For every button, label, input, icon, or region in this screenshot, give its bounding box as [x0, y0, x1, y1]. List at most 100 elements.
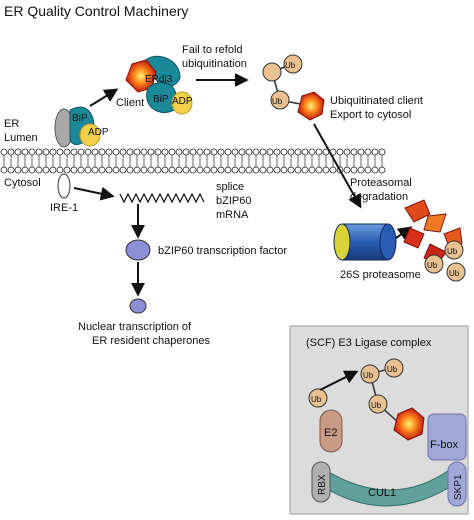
ubiquitination-label: ubiquitination: [182, 58, 247, 70]
e3-inset-title: (SCF) E3 Ligase complex: [306, 337, 432, 349]
lipid-head: [42, 166, 50, 174]
lipid-head: [0, 148, 8, 156]
lipid-head: [245, 148, 253, 156]
lipid-head: [126, 166, 134, 174]
lipid-head: [273, 166, 281, 174]
lipid-head: [266, 148, 274, 156]
lipid-head: [245, 166, 253, 174]
lipid-head: [280, 166, 288, 174]
lipid-head: [287, 148, 295, 156]
lipid-head: [189, 148, 197, 156]
lipid-head: [14, 166, 22, 174]
lipid-head: [112, 166, 120, 174]
lipid-head: [196, 166, 204, 174]
proteasomal-label: Proteasomal: [350, 177, 412, 189]
inset-ub-label-2: Ub: [363, 371, 374, 380]
lipid-head: [35, 166, 43, 174]
lipid-head: [350, 166, 358, 174]
lipid-head: [28, 148, 36, 156]
lipid-head: [308, 166, 316, 174]
bzip60-label: bZIP60: [216, 195, 251, 207]
inset-ub-2: [384, 358, 404, 378]
erdj3-label: ERdj3: [145, 74, 173, 85]
client-complex: ERdj3 Client BiP ADP: [116, 55, 193, 115]
lipid-head: [0, 166, 8, 174]
lipid-head: [182, 166, 190, 174]
inset-ub-label-3: Ub: [387, 365, 398, 374]
skp1-label: SKP1: [453, 474, 464, 500]
lipid-head: [21, 166, 29, 174]
ub-label-3: Ub: [272, 97, 283, 106]
e3-ligase-inset: (SCF) E3 Ligase complex Ub Ub Ub Ub E2 F…: [289, 325, 469, 515]
lipid-head: [294, 148, 302, 156]
e2-label: E2: [324, 427, 337, 439]
lipid-head: [231, 148, 239, 156]
lipid-head: [287, 166, 295, 174]
lipid-head: [28, 166, 36, 174]
bip-label: BiP: [72, 113, 88, 124]
lipid-head: [182, 148, 190, 156]
lipid-head: [35, 148, 43, 156]
lipid-head: [154, 148, 162, 156]
lipid-head: [84, 148, 92, 156]
lipid-head: [224, 166, 232, 174]
lipid-head: [203, 166, 211, 174]
lipid-head: [56, 148, 64, 156]
lipid-head: [294, 166, 302, 174]
arrow-ire1-to-mrna: [73, 186, 115, 201]
lipid-head: [161, 148, 169, 156]
lipid-head: [42, 148, 50, 156]
er-lumen-label-1: ER: [4, 118, 19, 130]
lipid-head: [49, 148, 57, 156]
lipid-head: [175, 148, 183, 156]
lipid-head: [56, 166, 64, 174]
lipid-head: [119, 148, 127, 156]
lipid-head: [280, 148, 288, 156]
lipid-head: [161, 166, 169, 174]
lipid-head: [105, 166, 113, 174]
lipid-head: [140, 166, 148, 174]
lipid-head: [126, 148, 134, 156]
lipid-head: [357, 166, 365, 174]
lipid-head: [371, 166, 379, 174]
free-ubiquitin-2: [424, 254, 444, 274]
bzip60-tf-label: bZIP60 transcription factor: [158, 245, 287, 257]
inset-ub-label-4: Ub: [371, 401, 382, 410]
lipid-head: [189, 166, 197, 174]
lipid-head: [231, 166, 239, 174]
lipid-head: [105, 148, 113, 156]
lipid-head: [364, 148, 372, 156]
cul1-label: CUL1: [368, 487, 396, 499]
arrow-to-proteasome: [313, 123, 362, 209]
lipid-head: [273, 148, 281, 156]
lipid-head: [154, 166, 162, 174]
proteasome-label: 26S proteasome: [340, 269, 421, 281]
lipid-head: [350, 148, 358, 156]
inset-arrow: [319, 370, 359, 391]
lipid-head: [147, 166, 155, 174]
rbx-protein: [311, 461, 331, 503]
degradation-label: degradation: [350, 191, 408, 203]
lipid-head: [210, 166, 218, 174]
lipid-head: [301, 148, 309, 156]
ubiquitin-2: [283, 54, 303, 74]
arrow-bip-to-client: [89, 88, 119, 107]
er-lumen-label-2: Lumen: [4, 132, 38, 144]
adp-label: ADP: [88, 127, 109, 138]
lipid-head: [98, 148, 106, 156]
lipid-head: [224, 148, 232, 156]
free-ubiquitin-1: [444, 240, 464, 260]
lipid-head: [336, 148, 344, 156]
lipid-head: [217, 148, 225, 156]
lipid-head: [77, 166, 85, 174]
lipid-head: [217, 166, 225, 174]
free-ubiquitin-3: [446, 262, 466, 282]
lipid-head: [63, 166, 71, 174]
lipid-head: [203, 148, 211, 156]
lipid-head: [49, 166, 57, 174]
lipid-head: [168, 148, 176, 156]
bip2-label: BiP: [153, 94, 169, 105]
diagram-title: ER Quality Control Machinery: [4, 3, 188, 19]
lipid-head: [301, 166, 309, 174]
